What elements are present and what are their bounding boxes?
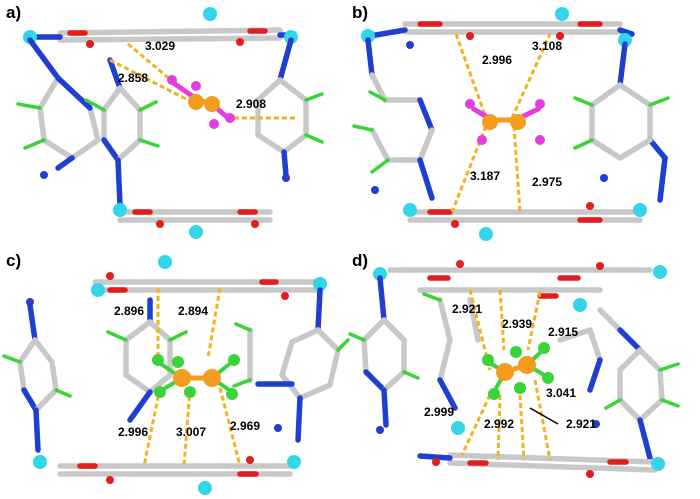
panel-b-right-pyridine	[573, 41, 670, 203]
panel-d-guest-molecule	[460, 289, 559, 461]
panel-b-label: b)	[352, 3, 368, 22]
copper-atom	[555, 7, 569, 21]
copper-atom	[113, 203, 127, 217]
copper-atom	[189, 225, 203, 239]
panel-c-guest-molecule	[142, 287, 242, 467]
panel-d-top-ring	[387, 260, 653, 299]
panel-a-center-pyridine	[84, 57, 160, 208]
copper-atom	[203, 7, 217, 21]
panel-d-label: d)	[352, 251, 368, 270]
panel-d-right-pyridine	[557, 307, 680, 461]
panel-d-left-pyridine	[348, 275, 420, 434]
panel-a-bottom-ring	[117, 209, 273, 228]
panel-b-top-ring	[367, 21, 635, 40]
panel-b-distance-label: 3.187	[470, 169, 500, 183]
panel-d-center-pyridine	[422, 292, 481, 435]
panel-b-bottom-ring	[407, 202, 643, 228]
panel-c-left-pyridine	[2, 298, 72, 453]
copper-atom	[651, 457, 665, 471]
copper-atom	[618, 33, 632, 47]
panel-c-distance-label: 2.896	[114, 304, 144, 318]
panel-c-bottom-ring	[57, 456, 293, 484]
panel-a-distance-label: 3.029	[145, 39, 175, 53]
panel-a-right-pyridine	[255, 37, 324, 182]
panel-a-left-pyridine	[16, 37, 101, 179]
panel-a-distance-label: 2.908	[236, 97, 266, 111]
copper-atom	[91, 283, 105, 297]
copper-atom	[633, 203, 647, 217]
copper-atom	[573, 298, 587, 312]
panel-d-distance-label: 2.939	[502, 317, 532, 331]
copper-atom	[284, 30, 298, 44]
copper-atom	[313, 277, 327, 291]
panel-c: c)	[2, 251, 350, 495]
leader-line	[529, 407, 559, 425]
panel-b-left-pyridine	[352, 37, 435, 201]
panel-a: a)	[6, 3, 324, 239]
copper-atom	[403, 203, 417, 217]
panel-b-distance-label: 3.108	[532, 39, 562, 53]
panel-c-top-ring	[92, 272, 323, 300]
copper-atom	[361, 29, 375, 43]
panel-a-label: a)	[6, 3, 21, 22]
panel-b-distance-label: 2.975	[532, 175, 562, 189]
panel-d-distance-label: 3.041	[546, 386, 576, 400]
panel-d: d)	[348, 251, 680, 478]
copper-atom	[373, 267, 387, 281]
panel-d-distance-label: 2.992	[484, 417, 514, 431]
panel-d-distance-label: 2.921	[452, 302, 482, 316]
panel-d-bottom-ring	[417, 452, 658, 478]
panel-c-label: c)	[6, 251, 21, 270]
panel-c-right-pyridine	[232, 287, 350, 443]
copper-atom	[479, 227, 493, 241]
copper-atom	[653, 265, 667, 279]
panel-d-distance-label: 2.915	[548, 325, 578, 339]
panel-c-distance-label: 3.007	[176, 425, 206, 439]
panel-a-guest-molecule	[109, 42, 296, 129]
copper-atom	[287, 455, 301, 469]
panel-a-distance-label: 2.858	[118, 71, 148, 85]
panel-c-distance-label: 2.996	[118, 425, 148, 439]
panel-c-distance-label: 2.894	[178, 304, 208, 318]
panel-b: b)	[352, 3, 670, 241]
panel-c-center-pyridine	[106, 297, 188, 423]
copper-atom	[198, 481, 212, 495]
copper-atom	[451, 421, 465, 435]
panel-d-distance-label: 2.999	[424, 405, 454, 419]
panel-c-distance-label: 2.969	[230, 419, 260, 433]
panel-b-guest-molecule	[450, 33, 552, 213]
copper-atom	[158, 255, 172, 269]
copper-atom	[33, 455, 47, 469]
panel-d-distance-label: 2.921	[566, 417, 596, 431]
panel-b-distance-label: 2.996	[482, 53, 512, 67]
